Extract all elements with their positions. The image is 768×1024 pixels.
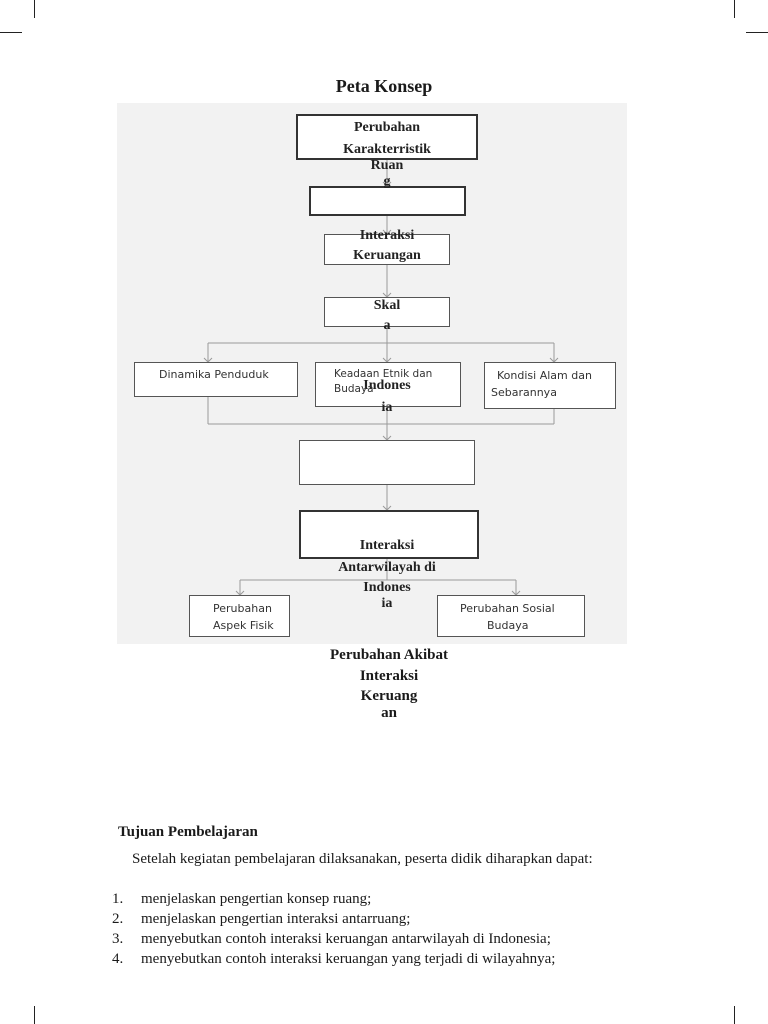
box-perubahan-karakteristik xyxy=(296,114,478,160)
box-perubahan-sosial-budaya xyxy=(437,595,585,637)
box-perubahan-aspek-fisik xyxy=(189,595,290,637)
diagram-caption-line4: an xyxy=(381,705,397,721)
label-aspek-fisik-line1: Perubahan xyxy=(213,602,272,615)
item-text: menjelaskan pengertian interaksi antarru… xyxy=(141,911,411,927)
label-perubahan-karakteristik: Perubahan Karakterristik xyxy=(343,120,431,157)
label-antarwilayah-line1: Interaksi xyxy=(359,538,415,553)
label-interaksi-keruangan-line2: Keruangan xyxy=(353,248,421,263)
item-number: 3. xyxy=(112,931,124,947)
crop-mark xyxy=(746,32,768,33)
label-antarwilayah-line3: Indones xyxy=(363,580,411,595)
box-indonesia xyxy=(299,440,475,485)
crop-mark xyxy=(0,32,22,33)
crop-mark xyxy=(34,0,35,18)
box-skala xyxy=(324,297,450,327)
label-sosial-budaya-line1: Perubahan Sosial xyxy=(460,602,555,615)
label-antarwilayah-line2: Antarwilayah di xyxy=(338,560,436,575)
box-interaksi-antarwilayah xyxy=(299,510,479,559)
crop-mark xyxy=(734,1006,735,1024)
label-antarwilayah-line4: ia xyxy=(381,596,393,611)
item-number: 2. xyxy=(112,911,124,927)
label-sosial-budaya-line2: Budaya xyxy=(487,619,529,632)
list-item: 3. menyebutkan contoh interaksi keruangan… xyxy=(112,929,652,949)
objectives-intro: Setelah kegiatan pembelajaran dilaksanak… xyxy=(132,851,593,867)
page-title: Peta Konsep xyxy=(335,76,433,96)
box-kondisi-alam xyxy=(484,362,616,409)
label-skala-line2: a xyxy=(383,318,391,333)
objectives-heading: Tujuan Pembelajaran xyxy=(118,824,258,840)
label-kondisi-alam-line1: Kondisi Alam dan xyxy=(497,369,592,382)
label-ruang-line1: Ruan xyxy=(370,158,404,173)
item-number: 4. xyxy=(112,951,124,967)
diagram-caption-line1: Perubahan Akibat xyxy=(330,647,448,663)
label-skala-line1: Skal xyxy=(373,298,401,313)
diagram-caption-line2: Interaksi xyxy=(359,668,419,684)
label-dinamika-penduduk: Dinamika Penduduk xyxy=(159,368,269,381)
label-aspek-fisik-line2: Aspek Fisik xyxy=(213,619,274,632)
objectives-list: 1. menjelaskan pengertian konsep ruang; 2… xyxy=(112,889,652,969)
crop-mark xyxy=(34,1006,35,1024)
item-number: 1. xyxy=(112,891,124,907)
box-ruang xyxy=(309,186,466,216)
label-keadaan-etnik: Keadaan Etnik dan Budaya xyxy=(334,368,433,395)
box-keadaan-etnik xyxy=(315,362,461,407)
diagram-caption-line3: Keruang xyxy=(360,688,418,704)
list-item: 2. menjelaskan pengertian interaksi antar… xyxy=(112,909,652,929)
list-item: 1. menjelaskan pengertian konsep ruang; xyxy=(112,889,652,909)
label-ruang-line2: g xyxy=(383,174,391,189)
item-text: menyebutkan contoh interaksi keruangan y… xyxy=(141,951,556,967)
box-dinamika-penduduk xyxy=(134,362,298,397)
label-interaksi-keruangan-line1: Interaksi xyxy=(359,228,415,243)
crop-mark xyxy=(734,0,735,18)
box-interaksi-keruangan xyxy=(324,234,450,265)
label-indonesia-line2: ia xyxy=(381,400,393,415)
item-text: menjelaskan pengertian konsep ruang; xyxy=(141,891,372,907)
list-item: 4. menyebutkan contoh interaksi keruangan… xyxy=(112,949,652,969)
label-kondisi-alam-line2: Sebarannya xyxy=(491,386,557,399)
label-indonesia-line1: Indones xyxy=(363,378,411,393)
item-text: menyebutkan contoh interaksi keruangan a… xyxy=(141,931,551,947)
